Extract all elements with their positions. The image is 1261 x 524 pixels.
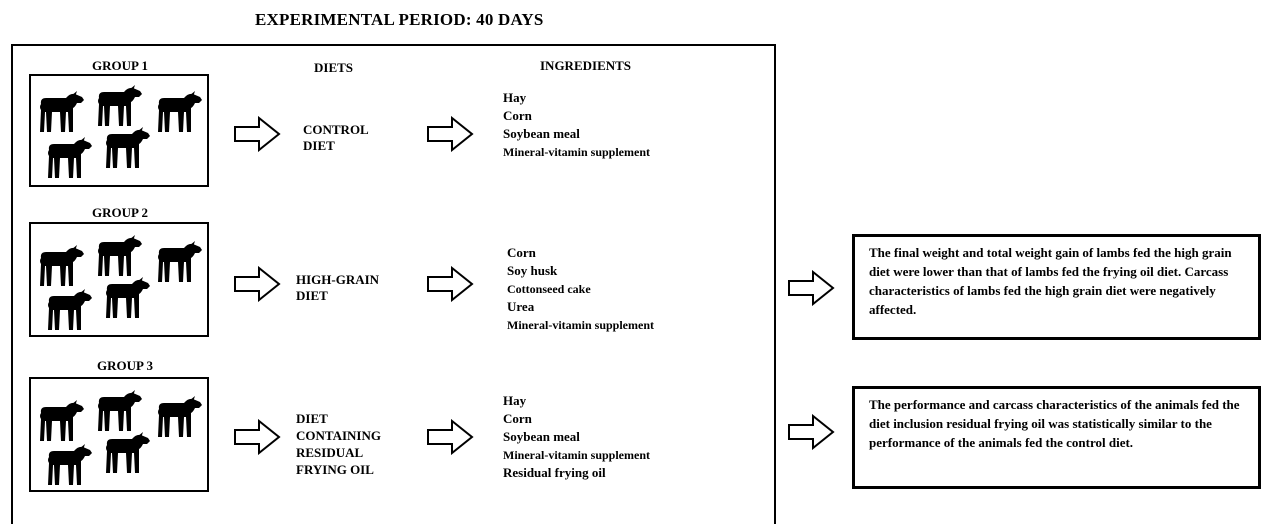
diets-header: DIETS bbox=[314, 60, 354, 75]
sheep-icon bbox=[37, 244, 85, 290]
ingredient-item: Corn bbox=[507, 245, 536, 260]
ingredient-item: Mineral-vitamin supplement bbox=[503, 145, 650, 159]
sheep-icon bbox=[103, 276, 151, 322]
sheep-icon bbox=[155, 395, 203, 441]
hollow-right-arrow-icon bbox=[426, 419, 474, 455]
group-3-ingredients: Hay Corn Soybean meal Mineral-vitamin su… bbox=[503, 392, 650, 482]
sheep-icon bbox=[103, 126, 151, 172]
ingredient-item: Urea bbox=[507, 299, 535, 314]
ingredient-item: Hay bbox=[503, 393, 527, 408]
sheep-icon bbox=[37, 90, 85, 136]
hollow-right-arrow-icon bbox=[426, 266, 474, 302]
ingredient-item: Soybean meal bbox=[503, 126, 580, 141]
ingredient-item: Corn bbox=[503, 108, 532, 123]
ingredients-header: INGREDIENTS bbox=[540, 58, 632, 73]
group-2-diet: HIGH-GRAIN DIET bbox=[296, 272, 380, 303]
group-1-diet: CONTROL DIET bbox=[303, 122, 369, 153]
ingredient-item: Hay bbox=[503, 90, 527, 105]
ingredient-item: Corn bbox=[503, 411, 532, 426]
group-2-animals bbox=[29, 222, 209, 337]
hollow-right-arrow-icon bbox=[787, 270, 835, 306]
group-3-label: GROUP 3 bbox=[97, 358, 153, 373]
group-3-diet: DIET CONTAINING RESIDUAL FRYING OIL bbox=[296, 411, 381, 477]
hollow-right-arrow-icon bbox=[233, 266, 281, 302]
sheep-icon bbox=[95, 234, 143, 280]
result-frying-oil: The performance and carcass characterist… bbox=[852, 386, 1261, 489]
hollow-right-arrow-icon bbox=[233, 419, 281, 455]
experiment-frame bbox=[11, 44, 776, 524]
page-title: EXPERIMENTAL PERIOD: 40 DAYS bbox=[255, 10, 544, 29]
ingredient-item: Mineral-vitamin supplement bbox=[507, 318, 654, 332]
sheep-icon bbox=[95, 389, 143, 435]
sheep-icon bbox=[155, 90, 203, 136]
group-2-label: GROUP 2 bbox=[92, 205, 148, 220]
hollow-right-arrow-icon bbox=[426, 116, 474, 152]
sheep-icon bbox=[45, 443, 93, 489]
sheep-icon bbox=[45, 288, 93, 334]
ingredient-item: Cottonseed cake bbox=[507, 282, 591, 296]
ingredient-item: Soybean meal bbox=[503, 429, 580, 444]
hollow-right-arrow-icon bbox=[787, 414, 835, 450]
ingredient-item: Soy husk bbox=[507, 263, 558, 278]
sheep-icon bbox=[103, 431, 151, 477]
ingredient-item: Residual frying oil bbox=[503, 465, 606, 480]
group-3-animals bbox=[29, 377, 209, 492]
result-high-grain: The final weight and total weight gain o… bbox=[852, 234, 1261, 340]
group-1-label: GROUP 1 bbox=[92, 58, 148, 73]
sheep-icon bbox=[45, 136, 93, 182]
group-1-ingredients: Hay Corn Soybean meal Mineral-vitamin su… bbox=[503, 89, 650, 161]
sheep-icon bbox=[155, 240, 203, 286]
sheep-icon bbox=[37, 399, 85, 445]
group-1-animals bbox=[29, 74, 209, 187]
hollow-right-arrow-icon bbox=[233, 116, 281, 152]
ingredient-item: Mineral-vitamin supplement bbox=[503, 448, 650, 462]
sheep-icon bbox=[95, 84, 143, 130]
group-2-ingredients: Corn Soy husk Cottonseed cake Urea Miner… bbox=[507, 244, 654, 334]
